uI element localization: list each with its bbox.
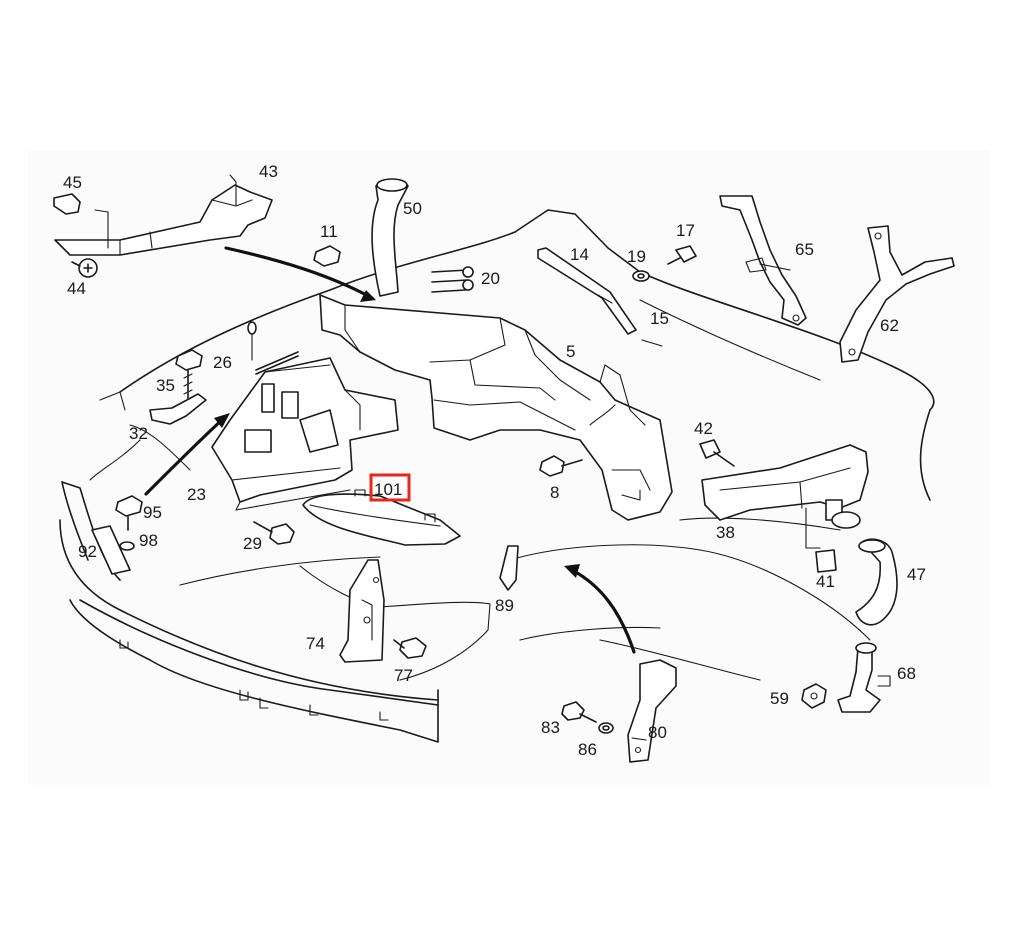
part-74-bracket	[339, 559, 385, 663]
callout-32: 32	[129, 424, 148, 443]
callout-labels: 45 43 44 11 50 14 19 17 65 20 15 62 5 26…	[63, 162, 926, 759]
callout-59: 59	[770, 689, 789, 708]
callout-43: 43	[259, 162, 278, 181]
callout-41: 41	[816, 572, 835, 591]
part-68-pipe	[837, 642, 891, 713]
callout-20: 20	[481, 269, 500, 288]
highlight-box-101	[369, 473, 411, 502]
callout-101: 101	[374, 480, 402, 499]
arrowhead-95	[214, 413, 230, 428]
part-65-strap	[719, 195, 807, 326]
arrow-43	[224, 246, 374, 300]
callout-77: 77	[394, 666, 413, 685]
callout-44: 44	[67, 279, 86, 298]
callout-38: 38	[716, 523, 735, 542]
callout-74: 74	[306, 634, 325, 653]
callout-98: 98	[139, 531, 158, 550]
callout-15: 15	[650, 309, 669, 328]
part-62-strap	[839, 225, 955, 363]
callout-83: 83	[541, 718, 560, 737]
part-47-hose	[855, 538, 898, 626]
arrow-80	[570, 568, 636, 654]
callout-89: 89	[495, 596, 514, 615]
small-hardware	[53, 193, 837, 734]
callout-65: 65	[795, 240, 814, 259]
callout-5: 5	[566, 342, 575, 361]
callout-80: 80	[648, 723, 667, 742]
callout-19: 19	[627, 247, 646, 266]
callout-11: 11	[320, 222, 338, 241]
part-20-clips	[431, 266, 474, 293]
part-23-panel	[211, 357, 399, 511]
callout-42: 42	[694, 419, 713, 438]
callout-23: 23	[187, 485, 206, 504]
part-50-hose	[371, 178, 409, 297]
callout-8: 8	[550, 483, 559, 502]
callout-14: 14	[570, 245, 589, 264]
callout-50: 50	[403, 199, 422, 218]
part-101-cover	[302, 489, 461, 546]
callout-45: 45	[63, 173, 82, 192]
arrowhead-43	[360, 290, 376, 302]
part-38-bracket	[701, 444, 869, 549]
callout-86: 86	[578, 740, 597, 759]
callout-35: 35	[156, 376, 175, 395]
callout-92: 92	[78, 542, 97, 561]
arrowhead-80	[564, 564, 580, 578]
callout-29: 29	[243, 534, 262, 553]
callout-68: 68	[897, 664, 916, 683]
arrow-95	[144, 416, 226, 496]
part-14-strip	[537, 247, 663, 347]
part-80-bracket	[627, 659, 677, 763]
callout-26: 26	[213, 353, 232, 372]
callout-95: 95	[143, 503, 162, 522]
callout-17: 17	[676, 221, 695, 240]
part-43-bracket	[54, 174, 273, 256]
part-5-inner-structure	[319, 294, 673, 521]
callout-47: 47	[907, 565, 926, 584]
callout-62: 62	[880, 316, 899, 335]
